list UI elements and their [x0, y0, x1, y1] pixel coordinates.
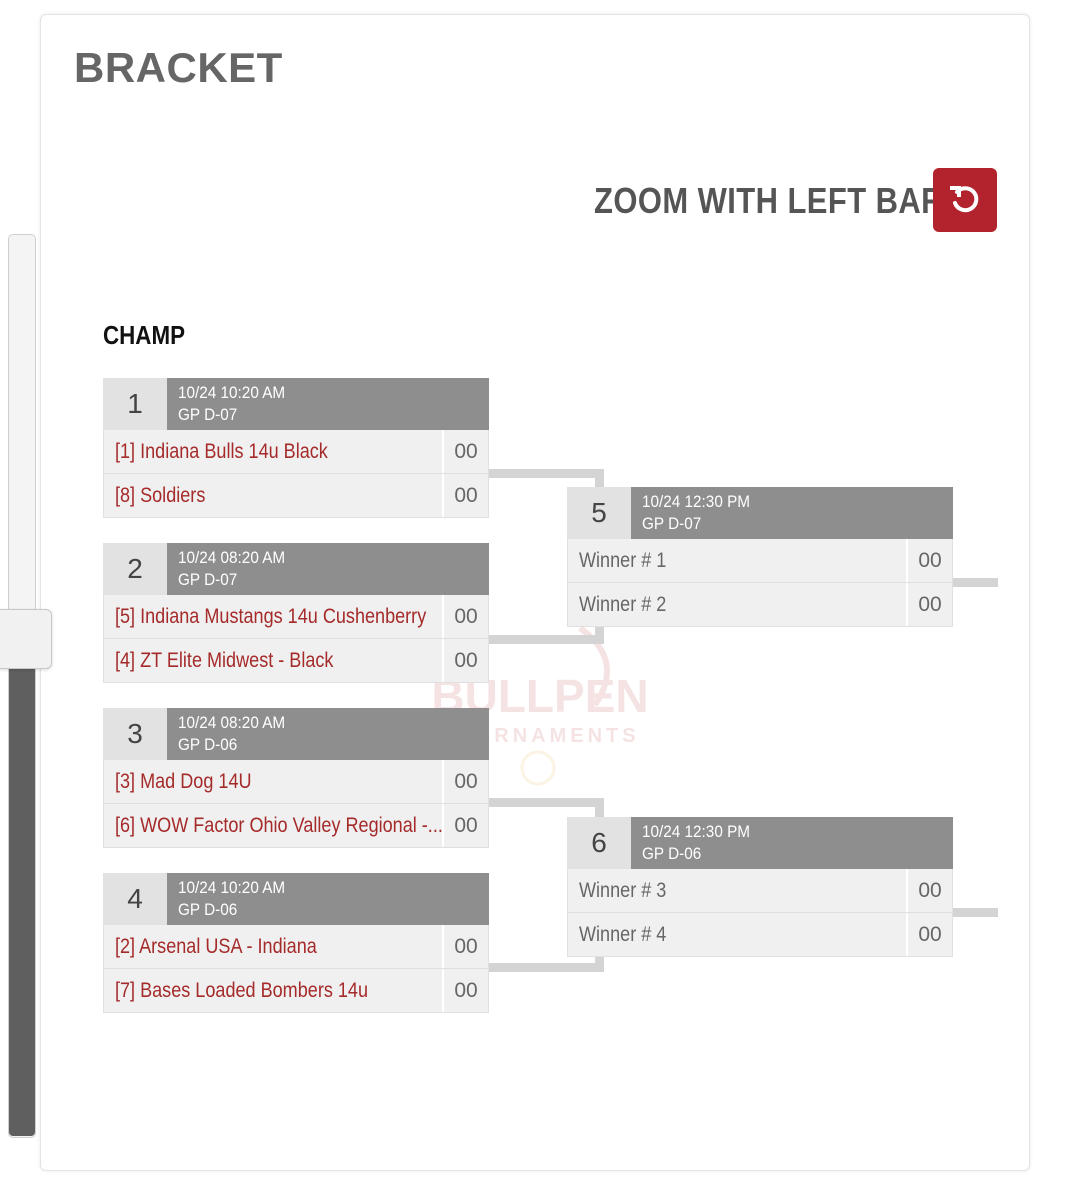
- connector: [489, 635, 604, 644]
- game-card: 3 10/24 08:20 AM GP D-06 [3] Mad Dog 14U…: [103, 708, 489, 848]
- team-score: 00: [442, 969, 488, 1012]
- game-datetime: 10/24 10:20 AM: [178, 878, 286, 897]
- team-score: 00: [906, 539, 952, 582]
- game-field: GP D-06: [178, 735, 238, 754]
- connector: [953, 578, 998, 587]
- game-card: 4 10/24 10:20 AM GP D-06 [2] Arsenal USA…: [103, 873, 489, 1013]
- team-link[interactable]: [7] Bases Loaded Bombers 14u: [115, 978, 369, 1002]
- team-score: 00: [442, 430, 488, 473]
- game-field: GP D-07: [642, 514, 702, 533]
- team-link[interactable]: [1] Indiana Bulls 14u Black: [115, 439, 328, 463]
- team-score: 00: [442, 595, 488, 638]
- team-row: [7] Bases Loaded Bombers 14u 00: [103, 969, 489, 1013]
- reset-zoom-button[interactable]: [933, 168, 997, 232]
- team-score: 00: [906, 869, 952, 912]
- game-card: 1 10/24 10:20 AM GP D-07 [1] Indiana Bul…: [103, 378, 489, 518]
- team-placeholder: Winner # 2: [579, 592, 667, 616]
- team-row: Winner # 4 00: [567, 913, 953, 957]
- connector: [489, 963, 604, 972]
- game-card: 5 10/24 12:30 PM GP D-07 Winner # 1 00 W…: [567, 487, 953, 627]
- round-label: CHAMP: [103, 320, 185, 350]
- team-link[interactable]: [5] Indiana Mustangs 14u Cushenberry: [115, 604, 427, 628]
- team-score: 00: [442, 639, 488, 682]
- game-datetime: 10/24 12:30 PM: [642, 822, 751, 841]
- game-info: 10/24 10:20 AM GP D-06: [167, 873, 489, 925]
- page-title: BRACKET: [74, 44, 283, 91]
- game-number: 5: [567, 487, 631, 539]
- game-number: 6: [567, 817, 631, 869]
- connector: [953, 908, 998, 917]
- team-row: Winner # 1 00: [567, 539, 953, 583]
- team-score: 00: [442, 925, 488, 968]
- team-link[interactable]: [2] Arsenal USA - Indiana: [115, 934, 317, 958]
- team-link[interactable]: [8] Soldiers: [115, 483, 206, 507]
- team-row: Winner # 2 00: [567, 583, 953, 627]
- game-field: GP D-06: [642, 844, 702, 863]
- team-placeholder: Winner # 3: [579, 878, 667, 902]
- connector: [595, 798, 604, 817]
- team-placeholder: Winner # 4: [579, 922, 667, 946]
- game-info: 10/24 08:20 AM GP D-06: [167, 708, 489, 760]
- team-row: [8] Soldiers 00: [103, 474, 489, 518]
- connector: [595, 626, 604, 644]
- team-score: 00: [442, 474, 488, 517]
- team-link[interactable]: [6] WOW Factor Ohio Valley Regional -...: [115, 813, 442, 837]
- team-score: 00: [906, 913, 952, 956]
- svg-text:TOURNAMENTS: TOURNAMENTS: [440, 725, 639, 747]
- game-card: 6 10/24 12:30 PM GP D-06 Winner # 3 00 W…: [567, 817, 953, 957]
- game-info: 10/24 10:20 AM GP D-07: [167, 378, 489, 430]
- team-score: 00: [906, 583, 952, 626]
- game-info: 10/24 08:20 AM GP D-07: [167, 543, 489, 595]
- team-score: 00: [442, 760, 488, 803]
- game-datetime: 10/24 08:20 AM: [178, 713, 286, 732]
- zoom-instruction: ZOOM WITH LEFT BAR: [594, 180, 944, 221]
- game-number: 3: [103, 708, 167, 760]
- connector: [595, 955, 604, 972]
- game-card: 2 10/24 08:20 AM GP D-07 [5] Indiana Mus…: [103, 543, 489, 683]
- game-info: 10/24 12:30 PM GP D-06: [631, 817, 953, 869]
- game-datetime: 10/24 08:20 AM: [178, 548, 286, 567]
- team-row: [4] ZT Elite Midwest - Black 00: [103, 639, 489, 683]
- team-row: Winner # 3 00: [567, 869, 953, 913]
- game-field: GP D-07: [178, 570, 238, 589]
- team-link[interactable]: [3] Mad Dog 14U: [115, 769, 252, 793]
- game-number: 2: [103, 543, 167, 595]
- team-row: [5] Indiana Mustangs 14u Cushenberry 00: [103, 595, 489, 639]
- connector: [595, 469, 604, 488]
- undo-icon: [950, 186, 979, 213]
- zoom-slider-fill: [9, 668, 35, 1136]
- team-placeholder: Winner # 1: [579, 548, 667, 572]
- team-score: 00: [442, 804, 488, 847]
- team-row: [1] Indiana Bulls 14u Black 00: [103, 430, 489, 474]
- game-number: 4: [103, 873, 167, 925]
- team-row: [2] Arsenal USA - Indiana 00: [103, 925, 489, 969]
- game-datetime: 10/24 12:30 PM: [642, 492, 751, 511]
- team-link[interactable]: [4] ZT Elite Midwest - Black: [115, 648, 334, 672]
- game-field: GP D-06: [178, 900, 238, 919]
- zoom-slider-handle[interactable]: [0, 609, 52, 669]
- team-row: [3] Mad Dog 14U 00: [103, 760, 489, 804]
- team-row: [6] WOW Factor Ohio Valley Regional -...…: [103, 804, 489, 848]
- connector: [489, 798, 604, 807]
- game-info: 10/24 12:30 PM GP D-07: [631, 487, 953, 539]
- connector: [489, 469, 604, 478]
- game-datetime: 10/24 10:20 AM: [178, 383, 286, 402]
- game-number: 1: [103, 378, 167, 430]
- game-field: GP D-07: [178, 405, 238, 424]
